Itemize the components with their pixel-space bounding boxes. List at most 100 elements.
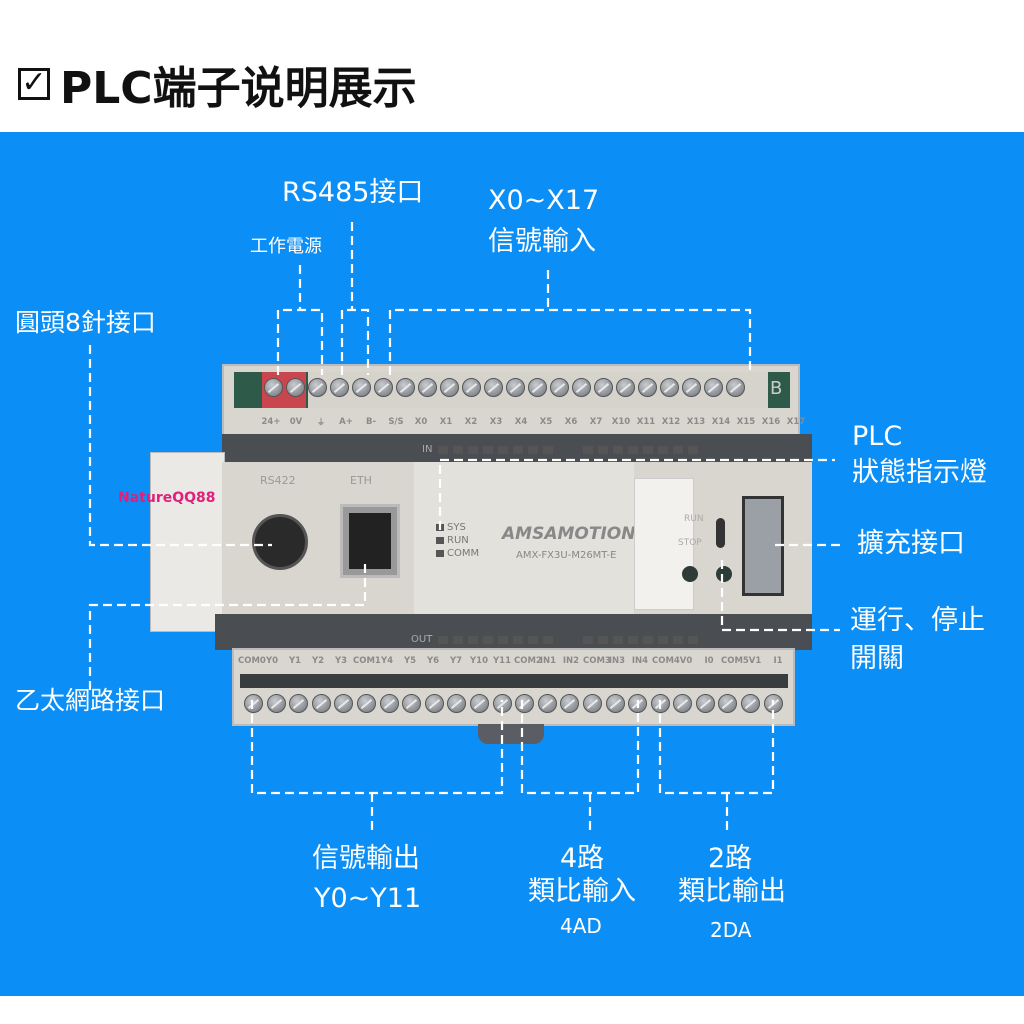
page-header: ✓ PLC端子说明展示	[18, 52, 417, 116]
terminal-screw[interactable]	[352, 378, 371, 397]
terminal-screw[interactable]	[682, 378, 701, 397]
terminal-screw[interactable]	[528, 378, 547, 397]
ethernet-port[interactable]	[340, 504, 400, 578]
label-ad: 類比輸入	[528, 876, 636, 907]
terminal-screw[interactable]	[660, 378, 679, 397]
terminal-screw[interactable]	[484, 378, 503, 397]
terminal-screw[interactable]	[334, 694, 354, 713]
terminal-label: Y5	[403, 656, 417, 666]
terminal-label: X6	[564, 417, 578, 427]
terminal-label: A+	[339, 417, 353, 427]
io-indicator-window	[528, 445, 539, 454]
terminal-label: X15	[736, 417, 756, 427]
io-indicator-window	[583, 445, 594, 454]
label-power: 工作電源	[250, 236, 322, 257]
potentiometer[interactable]	[682, 566, 698, 582]
terminal-label: X4	[514, 417, 528, 427]
io-indicator-window	[483, 445, 494, 454]
terminal-screw[interactable]	[515, 694, 535, 713]
terminal-screw[interactable]	[616, 378, 635, 397]
terminal-screw[interactable]	[374, 378, 393, 397]
terminal-screw[interactable]	[379, 694, 399, 713]
terminal-screw[interactable]	[402, 694, 422, 713]
label-da-code: 2DA	[710, 918, 752, 942]
terminal-screw[interactable]	[286, 378, 305, 397]
terminal-screw[interactable]	[550, 378, 569, 397]
brand-logo: AMSAMOTION	[502, 524, 636, 544]
terminal-screw[interactable]	[673, 694, 693, 713]
top-rail: IN	[222, 434, 812, 462]
checkbox-icon: ✓	[18, 68, 50, 100]
terminal-screw[interactable]	[638, 378, 657, 397]
io-indicator-window	[483, 635, 494, 644]
terminal-label: IN2	[562, 656, 580, 666]
label-runstop-1: 運行、停止	[850, 605, 985, 636]
potentiometer[interactable]	[716, 566, 732, 582]
label-rs485: RS485接口	[282, 177, 424, 208]
io-indicator-window	[583, 635, 594, 644]
terminal-screw[interactable]	[537, 694, 557, 713]
terminal-screw[interactable]	[560, 694, 580, 713]
terminal-screw[interactable]	[289, 694, 309, 713]
terminal-label: X5	[539, 417, 553, 427]
run-stop-switch[interactable]	[716, 518, 725, 548]
terminal-screw[interactable]	[582, 694, 602, 713]
io-indicator-window	[673, 635, 684, 644]
stop-label: STOP	[678, 538, 702, 548]
led-run: RUN	[436, 535, 479, 546]
label-outputs-range: Y0~Y11	[314, 883, 422, 914]
io-indicator-window	[658, 635, 669, 644]
terminal-screw[interactable]	[462, 378, 481, 397]
terminal-screw[interactable]	[695, 694, 715, 713]
terminal-label: X2	[464, 417, 478, 427]
label-din8: 圓頭8針接口	[15, 308, 156, 337]
terminal-screw[interactable]	[605, 694, 625, 713]
terminal-screw[interactable]	[308, 378, 327, 397]
terminal-screw[interactable]	[469, 694, 489, 713]
label-ad-count: 4路	[560, 843, 605, 874]
terminal-screw[interactable]	[718, 694, 738, 713]
io-indicator-window	[643, 635, 654, 644]
terminal-label: COM5	[721, 656, 749, 666]
terminal-screw[interactable]	[396, 378, 415, 397]
b-mark: B	[770, 378, 783, 399]
terminal-screw[interactable]	[506, 378, 525, 397]
terminal-screw[interactable]	[447, 694, 467, 713]
terminal-screw[interactable]	[264, 378, 283, 397]
terminal-screw[interactable]	[424, 694, 444, 713]
terminal-screw[interactable]	[311, 694, 331, 713]
terminal-screw[interactable]	[704, 378, 723, 397]
terminal-label: X0	[414, 417, 428, 427]
terminal-label: V1	[748, 656, 762, 666]
terminal-label: X12	[661, 417, 681, 427]
terminal-label: X14	[711, 417, 731, 427]
io-indicator-window	[673, 445, 684, 454]
io-indicator-window	[498, 635, 509, 644]
terminal-label: IN1	[539, 656, 557, 666]
din8-port[interactable]	[252, 514, 308, 570]
terminal-screw[interactable]	[244, 694, 263, 713]
terminal-label: X16	[761, 417, 781, 427]
terminal-label: Y2	[311, 656, 325, 666]
terminal-screw[interactable]	[726, 378, 745, 397]
terminal-label: 24+	[261, 417, 281, 427]
terminal-label: I0	[704, 656, 714, 666]
right-cover-flap[interactable]	[634, 478, 694, 610]
terminal-screw[interactable]	[741, 694, 761, 713]
terminal-screw[interactable]	[356, 694, 376, 713]
terminal-screw[interactable]	[594, 378, 613, 397]
terminal-screw[interactable]	[440, 378, 459, 397]
terminal-screw[interactable]	[418, 378, 437, 397]
watermark: NatureQQ88	[118, 490, 216, 506]
terminal-screw[interactable]	[572, 378, 591, 397]
terminal-label: COM1	[353, 656, 381, 666]
terminal-screw[interactable]	[266, 694, 286, 713]
terminal-label: ⏚	[316, 418, 326, 428]
label-inputs: 信號輸入	[488, 226, 596, 257]
io-indicator-window	[513, 635, 524, 644]
terminal-label: Y11	[493, 656, 511, 666]
led-comm: COMM	[436, 548, 479, 559]
io-indicator-window	[628, 445, 639, 454]
terminal-screw[interactable]	[330, 378, 349, 397]
